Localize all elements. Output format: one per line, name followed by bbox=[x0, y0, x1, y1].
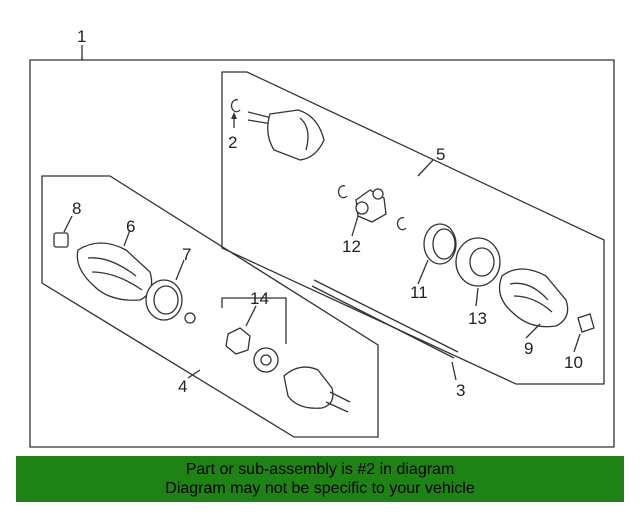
snap-ring-part-2[interactable] bbox=[230, 99, 241, 128]
inner-boot-part-9[interactable] bbox=[498, 268, 569, 328]
callout-14: 14 bbox=[250, 289, 269, 308]
callout-1: 1 bbox=[77, 27, 86, 46]
callout-10: 10 bbox=[564, 353, 583, 372]
banner-line-2: Diagram may not be specific to your vehi… bbox=[165, 480, 475, 497]
joint-kit-part-14[interactable] bbox=[221, 297, 287, 373]
bushing-part-13[interactable] bbox=[455, 237, 501, 287]
inner-joint-housing[interactable] bbox=[247, 109, 325, 161]
outer-boot-part-6[interactable] bbox=[76, 242, 153, 301]
outer-cv-joint[interactable] bbox=[283, 366, 351, 413]
boot-clamp-part-7[interactable] bbox=[145, 279, 196, 324]
parts-diagram: 1 2 3 4 5 6 7 8 9 10 11 12 13 14 bbox=[29, 27, 615, 448]
callout-9: 9 bbox=[524, 339, 533, 358]
callout-8: 8 bbox=[72, 199, 81, 218]
callout-7: 7 bbox=[182, 245, 191, 264]
callout-2: 2 bbox=[228, 133, 237, 152]
boot-clamp-part-11[interactable] bbox=[423, 223, 457, 265]
info-banner: Part or sub-assembly is #2 in diagram Di… bbox=[16, 456, 624, 502]
subassembly-box-outer bbox=[41, 175, 379, 438]
callout-13: 13 bbox=[468, 309, 487, 328]
callout-6: 6 bbox=[126, 217, 135, 236]
small-clamp-part-10[interactable] bbox=[577, 313, 595, 333]
banner-line-1: Part or sub-assembly is #2 in diagram bbox=[185, 461, 455, 478]
callout-4: 4 bbox=[178, 377, 187, 396]
callout-12: 12 bbox=[342, 237, 361, 256]
axle-shaft-part-3[interactable] bbox=[311, 279, 459, 359]
tripod-part-12[interactable] bbox=[337, 185, 407, 231]
callout-11: 11 bbox=[410, 283, 428, 302]
callout-3: 3 bbox=[456, 381, 465, 400]
leader-lines bbox=[63, 159, 581, 381]
nut-part-8[interactable] bbox=[53, 232, 69, 248]
callout-5: 5 bbox=[436, 145, 445, 164]
subassembly-box-inner bbox=[221, 71, 605, 385]
